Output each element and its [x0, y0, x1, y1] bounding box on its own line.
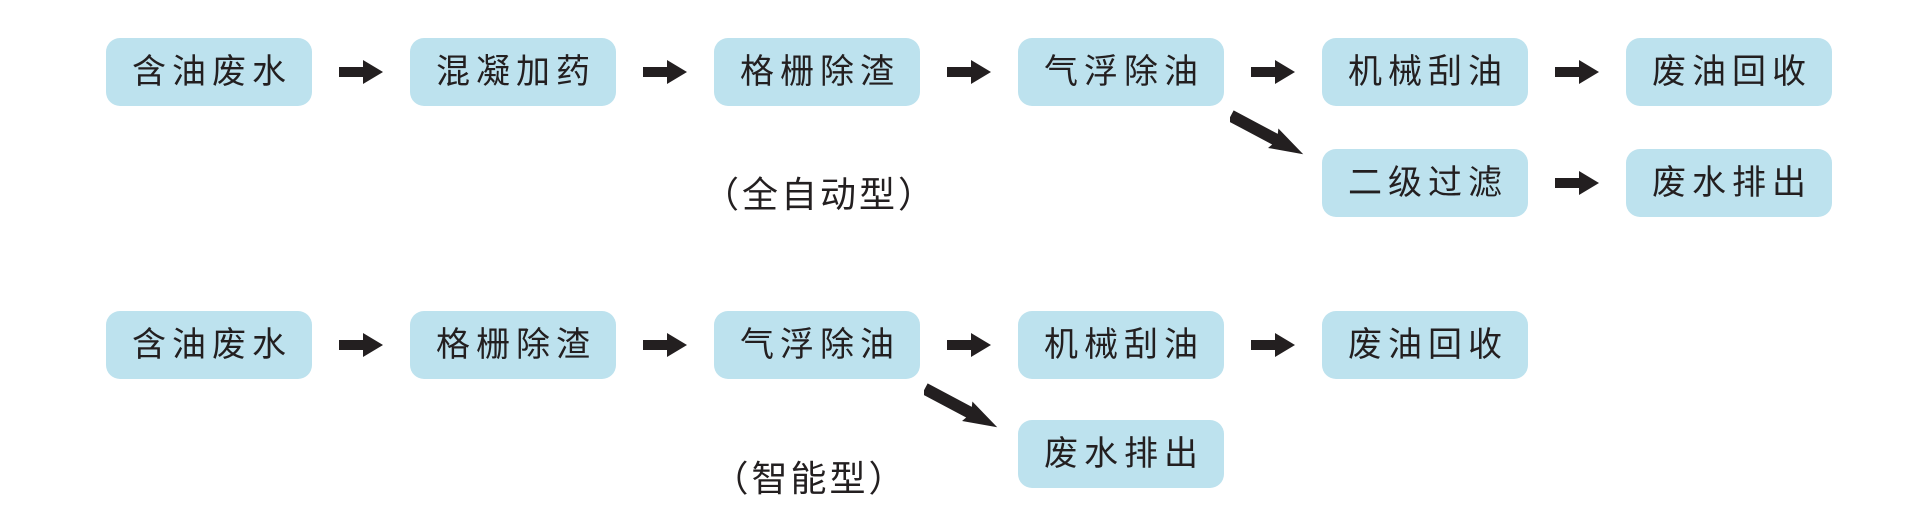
node-air-flotation-deoiling-1: 气浮除油	[1018, 38, 1224, 106]
node-oily-wastewater-2: 含油废水	[106, 311, 312, 379]
node-wastewater-discharge-1: 废水排出	[1626, 149, 1832, 217]
label-smart-type: （智能型）	[712, 458, 908, 499]
arrow-right-icon	[947, 60, 991, 84]
node-mechanical-oil-scraping-2: 机械刮油	[1018, 311, 1224, 379]
node-mechanical-oil-scraping-1: 机械刮油	[1322, 38, 1528, 106]
node-secondary-filtration: 二级过滤	[1322, 149, 1528, 217]
arrow-right-icon	[1251, 333, 1295, 357]
arrow-right-icon	[1555, 171, 1599, 195]
arrow-right-icon	[643, 60, 687, 84]
arrow-right-icon	[947, 333, 991, 357]
node-screen-residue-removal-1: 格栅除渣	[714, 38, 920, 106]
arrow-right-icon	[339, 333, 383, 357]
arrow-down-right-icon	[1230, 98, 1340, 168]
node-air-flotation-deoiling-2: 气浮除油	[714, 311, 920, 379]
node-oily-wastewater-1: 含油废水	[106, 38, 312, 106]
arrow-right-icon	[1251, 60, 1295, 84]
node-waste-oil-recovery-1: 废油回收	[1626, 38, 1832, 106]
arrow-down-right-icon	[924, 371, 1034, 441]
label-fully-automatic-type: （全自动型）	[702, 174, 937, 215]
node-waste-oil-recovery-2: 废油回收	[1322, 311, 1528, 379]
node-wastewater-discharge-2: 废水排出	[1018, 420, 1224, 488]
arrow-right-icon	[339, 60, 383, 84]
arrow-right-icon	[643, 333, 687, 357]
node-screen-residue-removal-2: 格栅除渣	[410, 311, 616, 379]
node-coagulation-dosing: 混凝加药	[410, 38, 616, 106]
arrow-right-icon	[1555, 60, 1599, 84]
